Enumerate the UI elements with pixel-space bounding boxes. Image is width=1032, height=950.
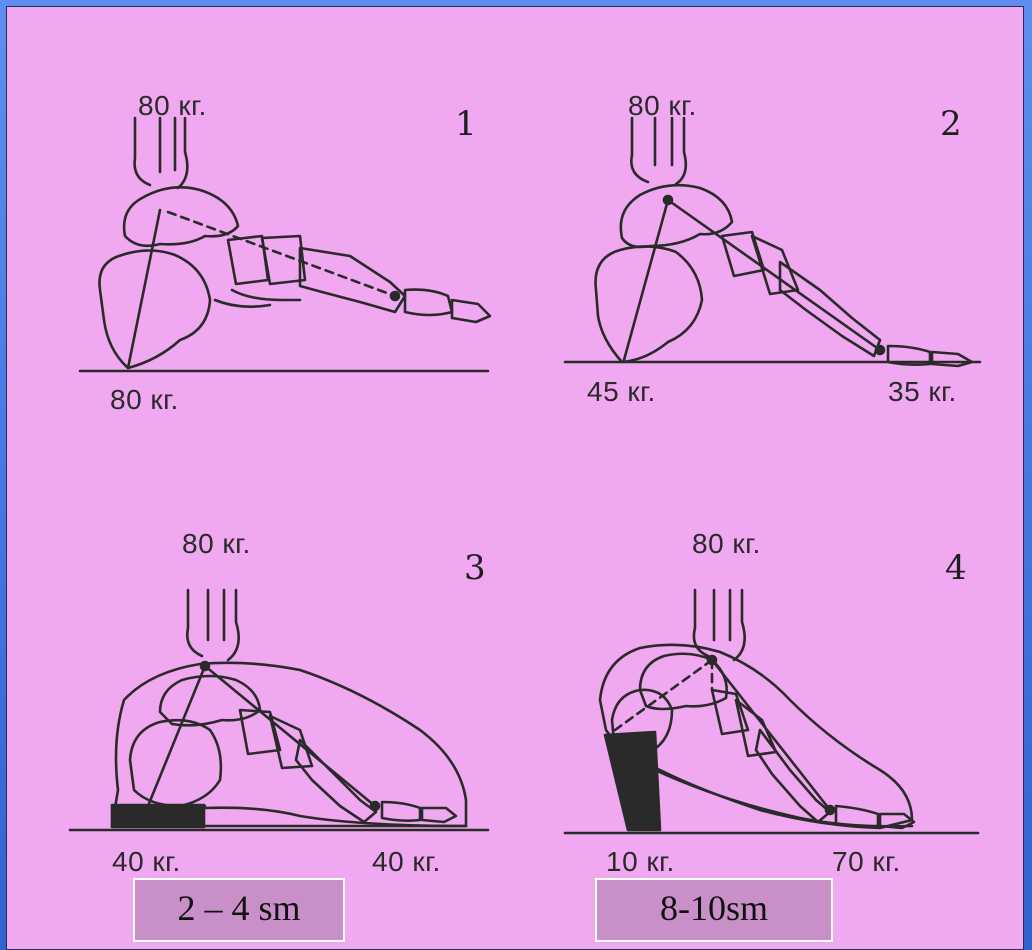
foot-figure-1 [80,118,490,371]
figure-number-1: 1 [455,104,477,144]
heel-load-label-1: 80 кг. [110,384,179,416]
top-load-label-3: 80 кг. [182,528,251,560]
heel-height-high-box: 8-10sm [595,878,833,942]
foot-figure-3 [70,590,488,830]
toe-load-label-4: 70 кг. [832,846,901,878]
heel-load-label-3: 40 кг. [112,846,181,878]
foot-figure-4 [565,590,978,833]
heel-load-label-2: 45 кг. [587,376,656,408]
figure-number-4: 4 [945,548,967,588]
toe-load-label-2: 35 кг. [888,376,957,408]
figure-number-3: 3 [464,548,486,588]
foot-figure-2 [565,118,980,366]
top-load-label-2: 80 кг. [628,90,697,122]
top-load-label-4: 80 кг. [692,528,761,560]
heel-load-label-4: 10 кг. [606,846,675,878]
heel-height-low-box: 2 – 4 sm [133,878,345,942]
figure-number-2: 2 [940,104,962,144]
toe-load-label-3: 40 кг. [372,846,441,878]
top-load-label-1: 80 кг. [138,90,207,122]
